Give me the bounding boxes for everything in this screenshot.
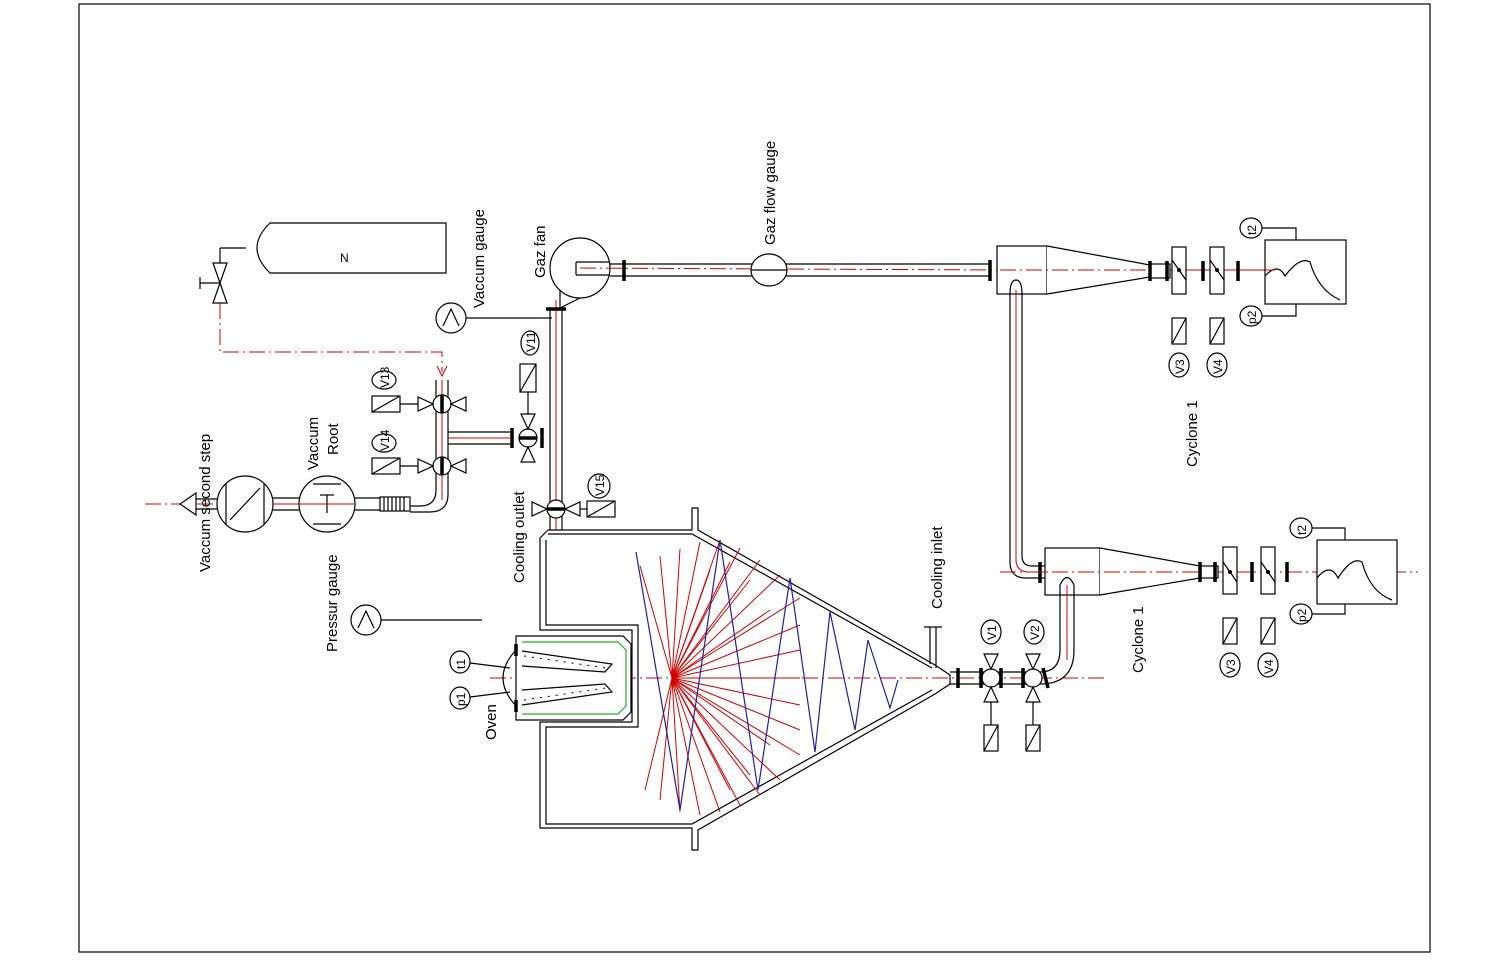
reaction-chamber: Cooling inlet (490, 507, 1105, 851)
cooling-coil (635, 539, 899, 811)
oven: t1 p1 Oven (449, 635, 632, 740)
gas-main-pipe (579, 260, 1001, 281)
vaccum-gauge-label: Vaccum gauge (471, 209, 488, 308)
cyclone-lower: V3 V4 t2 p2 Cyclone 1 (1000, 517, 1418, 678)
t2-upper-tag: t2 (1245, 225, 1259, 235)
v4-lower-tag: V4 (1262, 659, 1276, 674)
gaz-fan-label: Gaz fan (532, 225, 549, 278)
t2-lower-tag: t2 (1295, 525, 1309, 535)
valve-v11[interactable]: V11 (510, 330, 544, 463)
t1-tag: t1 (454, 659, 468, 669)
valve-v13[interactable]: V13 (371, 366, 467, 414)
oven-label: Oven (483, 704, 500, 740)
valve-v15[interactable]: V15 (531, 473, 616, 519)
cyclone-transfer-pipe (1009, 279, 1045, 583)
cyclone-upper: V3 V4 t2 p2 Cyclone 1 (996, 217, 1347, 467)
v3-lower-tag: V3 (1224, 659, 1238, 674)
exhaust-arrow (178, 491, 197, 517)
root-label: Root (325, 422, 342, 455)
cyclone-lower-label: Cyclone 1 (1130, 606, 1147, 673)
valve-v2[interactable]: V2 (1021, 619, 1050, 752)
vaccum-second-step-pump: Vaccum second step (197, 434, 274, 572)
v15-tag: V15 (593, 474, 607, 496)
pressur-gauge: Pressur gauge (324, 554, 482, 652)
v3-upper-tag: V3 (1173, 359, 1187, 374)
valve-v1[interactable]: V1 (979, 619, 1003, 752)
bellows (379, 496, 411, 512)
nitrogen-label: N (340, 251, 349, 265)
vaccum-label: Vaccum (305, 417, 322, 470)
cooling-inlet-label: Cooling inlet (929, 526, 946, 609)
nitrogen-line (219, 303, 443, 372)
v11-tag: V11 (524, 331, 538, 352)
gaz-fan: Gaz fan (532, 225, 611, 309)
v13-tag: V13 (378, 366, 392, 388)
vacuum-manifold (410, 380, 510, 513)
valve-v14[interactable]: V14 (371, 429, 467, 476)
p2-upper-tag: p2 (1245, 310, 1259, 324)
cyclone-upper-label: Cyclone 1 (1184, 400, 1201, 467)
p2-lower-tag: p2 (1295, 608, 1309, 622)
nitrogen-arrow (436, 365, 448, 378)
nitrogen-valve (199, 247, 246, 304)
pressur-gauge-label: Pressur gauge (324, 554, 341, 652)
cooling-outlet-label: Cooling outlet (511, 490, 528, 583)
gaz-flow-gauge-label: Gaz flow gauge (762, 141, 779, 245)
vaccum-gauge: Vaccum gauge (435, 209, 552, 334)
v2-tag: V2 (1028, 625, 1042, 640)
p1-tag: p1 (454, 692, 468, 706)
gaz-flow-gauge[interactable]: Gaz flow gauge (750, 141, 788, 287)
nitrogen-tank: N (256, 222, 447, 274)
drawing-frame (78, 3, 1431, 953)
v1-tag: V1 (985, 625, 999, 640)
v14-tag: V14 (378, 429, 392, 451)
v4-upper-tag: V4 (1211, 359, 1225, 374)
vaccum-second-step-label: Vaccum second step (197, 434, 214, 572)
vaccum-root-pump: Vaccum Root (298, 417, 356, 533)
